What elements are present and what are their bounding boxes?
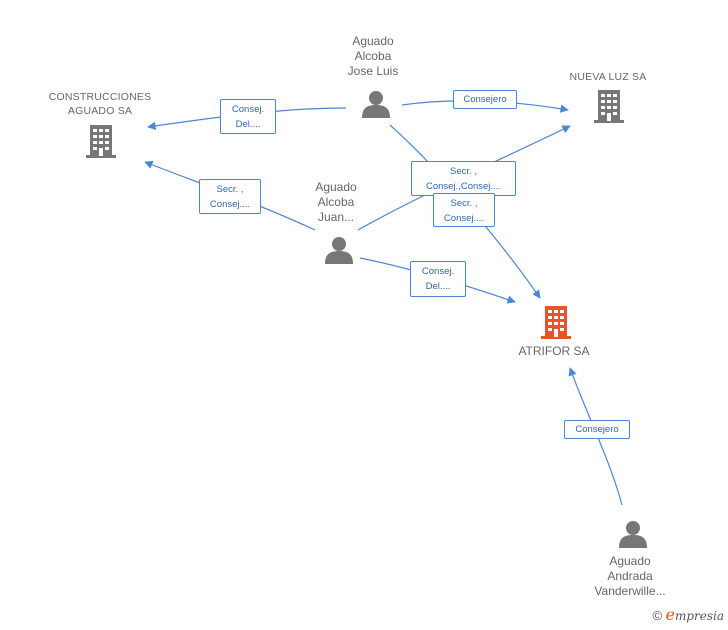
construcciones-label-line1: CONSTRUCCIONES [48,91,152,103]
andrada-label[interactable]: Aguado Andrada Vanderwille... [578,554,682,599]
empresia-watermark: © empresia [653,605,724,624]
edge-label-line2: Consej.,Consej.... [426,181,501,192]
empresia-logo-initial: e [665,605,675,624]
edge-label-line1: Consejero [463,94,507,105]
edge-label-andrada-atrifor[interactable]: Consejero [564,420,630,439]
edge-label-joseluis-nuevaluz[interactable]: Consejero [453,90,517,109]
edge-label-juan-construcciones[interactable]: Secr. , Consej.... [199,179,261,214]
edge-label-line1: Secr. , [450,198,478,209]
edge-label-joseluis-atrifor[interactable]: Secr. , Consej.... [433,193,495,227]
atrifor-building-icon[interactable] [541,306,571,339]
joseluis-label-line1: Aguado [352,34,394,48]
edge-label-line2: Consej.... [443,213,485,224]
juan-label-line2: Alcoba [317,195,355,209]
joseluis-label-line3: Jose Luis [347,64,399,78]
construcciones-building-icon[interactable] [86,125,116,158]
andrada-label-line3: Vanderwille... [594,584,666,598]
edge-label-line2: Del.... [425,281,451,292]
juan-label-line3: Juan... [317,210,355,224]
nuevaluz-label[interactable]: NUEVA LUZ SA [556,70,660,84]
construcciones-label[interactable]: CONSTRUCCIONES AGUADO SA [40,90,160,118]
edge-label-juan-atrifor[interactable]: Consej. Del.... [410,261,466,297]
andrada-label-line2: Andrada [607,569,653,583]
edge-label-line1: Consej. [421,266,455,277]
atrifor-label[interactable]: ATRIFOR SA [500,344,608,359]
atrifor-label-line1: ATRIFOR SA [518,344,590,358]
joseluis-label-line2: Alcoba [354,49,392,63]
construcciones-label-line2: AGUADO SA [67,105,133,117]
juan-person-icon[interactable] [325,237,353,264]
edge-label-line1: Secr. , [216,184,244,195]
edge-label-line2: Del.... [235,119,261,130]
juan-label-line1: Aguado [315,180,357,194]
edge-label-line2: Consej.... [209,199,251,210]
andrada-label-line1: Aguado [609,554,651,568]
nuevaluz-building-icon[interactable] [594,90,624,123]
edge-label-juan-nuevaluz[interactable]: Secr. , Consej.,Consej.... [411,161,516,196]
edge-label-line1: Consejero [575,424,619,435]
empresia-logo-text: mpresia [674,609,724,623]
edge-label-line1: Consej. [231,104,265,115]
edge-label-line1: Secr. , [450,166,477,177]
edge-label-joseluis-construcciones[interactable]: Consej. Del.... [220,99,276,134]
copyright-icon: © [652,608,663,623]
joseluis-person-icon[interactable] [362,91,390,118]
nuevaluz-label-line1: NUEVA LUZ SA [569,71,647,83]
joseluis-label[interactable]: Aguado Alcoba Jose Luis [323,34,423,79]
andrada-person-icon[interactable] [619,521,647,548]
juan-label[interactable]: Aguado Alcoba Juan... [286,180,386,225]
